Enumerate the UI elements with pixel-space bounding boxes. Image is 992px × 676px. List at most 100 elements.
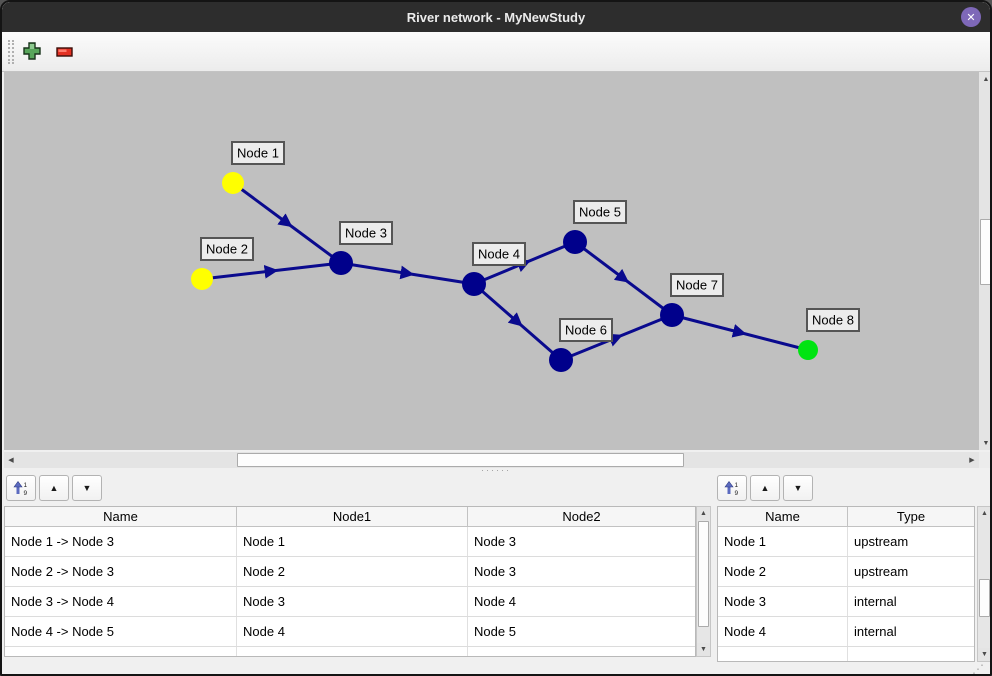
canvas-horizontal-scrollbar[interactable]: ◀ ▶	[4, 452, 979, 468]
table-cell: Node 4	[237, 617, 468, 646]
graph-edge[interactable]	[560, 313, 673, 362]
vertical-scroll-thumb[interactable]	[980, 219, 990, 285]
graph-edge[interactable]	[671, 313, 809, 352]
svg-text:9: 9	[735, 490, 739, 496]
up-triangle-icon: ▲	[760, 483, 770, 493]
up-triangle-icon: ▲	[49, 483, 59, 493]
node-label: Node 7	[676, 278, 718, 293]
node-label: Node 8	[812, 313, 854, 328]
table-cell	[237, 647, 468, 656]
graph-edge[interactable]	[574, 240, 673, 317]
scroll-down-icon[interactable]: ▼	[978, 648, 990, 661]
node-label-box	[472, 242, 526, 266]
graph-node[interactable]	[563, 230, 587, 254]
table-row[interactable]: Node 2 upstream	[718, 557, 974, 587]
svg-text:1: 1	[24, 482, 28, 489]
scroll-left-icon[interactable]: ◀	[4, 452, 18, 468]
scroll-right-icon[interactable]: ▶	[965, 452, 979, 468]
move-link-down-button[interactable]: ▼	[72, 475, 102, 501]
nodes-table-scrollbar[interactable]: ▲ ▼	[977, 506, 990, 662]
table-cell: Node 1	[237, 527, 468, 556]
graph-edge[interactable]	[232, 181, 342, 265]
table-cell: Node 2	[237, 557, 468, 586]
table-cell	[848, 647, 974, 661]
node-label: Node 1	[237, 146, 279, 161]
graph-node[interactable]	[462, 272, 486, 296]
canvas-vertical-scrollbar[interactable]: ▲ ▼	[979, 72, 990, 450]
scroll-down-icon[interactable]: ▼	[979, 436, 990, 450]
add-node-icon[interactable]	[23, 42, 41, 60]
links-table-scrollbar[interactable]: ▲ ▼	[696, 506, 711, 657]
column-header-type[interactable]: Type	[896, 509, 926, 524]
graph-node[interactable]	[222, 172, 244, 194]
sort-nodes-button[interactable]: 1 9	[717, 475, 747, 501]
table-cell: Node 3 -> Node 4	[5, 587, 237, 616]
tables-panel: 1 9 ▲ ▼ 1 9 ▲ ▼ Name	[2, 472, 990, 676]
vertical-scroll-thumb[interactable]	[979, 579, 990, 617]
scroll-up-icon[interactable]: ▲	[979, 72, 990, 86]
close-icon: ✕	[966, 11, 976, 24]
panel-splitter[interactable]: ······	[2, 465, 990, 474]
node-label-box	[670, 273, 724, 297]
scroll-up-icon[interactable]: ▲	[697, 507, 710, 520]
graph-node[interactable]	[329, 251, 353, 275]
scroll-down-icon[interactable]: ▼	[697, 643, 710, 656]
column-header-name[interactable]: Name	[5, 507, 237, 526]
table-cell: Node 1	[718, 527, 848, 556]
svg-text:9: 9	[24, 490, 28, 496]
move-node-up-button[interactable]: ▲	[750, 475, 780, 501]
toolbar-drag-handle-icon[interactable]	[8, 40, 14, 64]
graph-node[interactable]	[191, 268, 213, 290]
svg-text:1: 1	[735, 482, 739, 489]
sort-ascending-icon: 1 9	[724, 480, 739, 496]
graph-node[interactable]	[549, 348, 573, 372]
table-cell: Node 4 -> Node 5	[5, 617, 237, 646]
move-node-down-button[interactable]: ▼	[783, 475, 813, 501]
table-cell: Node 5	[474, 624, 516, 639]
sort-links-button[interactable]: 1 9	[6, 475, 36, 501]
table-cell	[468, 647, 695, 656]
remove-node-icon[interactable]	[56, 44, 74, 62]
graph-edge[interactable]	[201, 261, 342, 281]
table-row-empty[interactable]	[718, 647, 974, 661]
column-header-node1[interactable]: Node1	[237, 507, 468, 526]
graph-edge[interactable]	[340, 261, 475, 286]
scrollbar-corner	[979, 452, 990, 468]
down-triangle-icon: ▼	[793, 483, 803, 493]
table-cell: Node 3	[237, 587, 468, 616]
table-cell: internal	[854, 624, 897, 639]
graph-node[interactable]	[660, 303, 684, 327]
table-cell: Node 4	[718, 617, 848, 646]
vertical-scroll-thumb[interactable]	[698, 521, 709, 627]
column-header-name[interactable]: Name	[718, 507, 848, 526]
column-header-node2[interactable]: Node2	[562, 509, 601, 524]
main-toolbar	[2, 32, 990, 72]
node-label: Node 5	[579, 205, 621, 220]
move-link-up-button[interactable]: ▲	[39, 475, 69, 501]
resize-grip-icon[interactable]: ⋰	[972, 662, 984, 676]
scroll-up-icon[interactable]: ▲	[978, 507, 990, 520]
nodes-table-header: Name Type	[718, 507, 974, 527]
graph-node[interactable]	[798, 340, 818, 360]
table-cell: Node 2	[718, 557, 848, 586]
table-row[interactable]: Node 4 internal	[718, 617, 974, 647]
node-label-box	[231, 141, 285, 165]
horizontal-scroll-thumb[interactable]	[237, 453, 684, 467]
graph-edge[interactable]	[473, 282, 562, 362]
table-cell: upstream	[854, 564, 909, 579]
table-row-empty[interactable]	[5, 647, 695, 656]
table-cell	[718, 647, 848, 661]
node-label: Node 2	[206, 242, 248, 257]
close-button[interactable]: ✕	[961, 7, 981, 27]
